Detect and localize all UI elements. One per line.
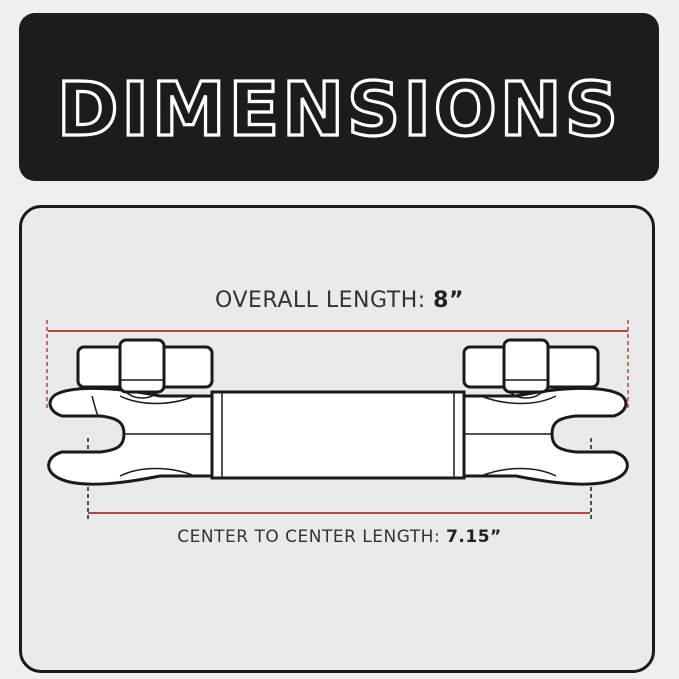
right-knob	[462, 338, 600, 399]
center-length-caption: CENTER TO CENTER LENGTH:	[177, 527, 441, 547]
left-knob	[76, 338, 214, 399]
title-banner: DIMENSIONS	[19, 13, 659, 181]
overall-length-label: OVERALL LENGTH: 8”	[0, 288, 679, 313]
left-socket	[47, 386, 214, 486]
right-socket	[462, 386, 629, 486]
center-length-value: 7.15”	[446, 527, 502, 547]
title-text: DIMENSIONS	[57, 67, 621, 153]
arm-tube	[210, 390, 466, 480]
center-length-label: CENTER TO CENTER LENGTH: 7.15”	[0, 527, 679, 547]
overall-length-value: 8”	[433, 288, 464, 313]
overall-length-caption: OVERALL LENGTH:	[215, 288, 426, 313]
title-graphic: DIMENSIONS	[55, 65, 621, 154]
